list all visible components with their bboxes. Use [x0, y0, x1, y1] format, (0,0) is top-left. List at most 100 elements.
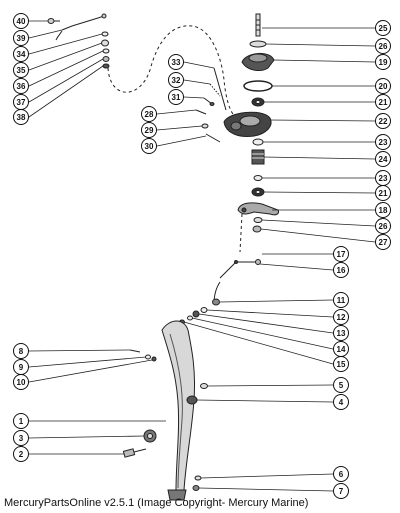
part-12-washer [200, 307, 208, 313]
callout-circle [13, 62, 29, 78]
callout-number: 23 [379, 138, 388, 147]
callout-circle [333, 377, 349, 393]
callout-circle [13, 413, 29, 429]
callout-4: 4 [333, 394, 349, 410]
leader-line [196, 399, 334, 403]
leader-line [156, 135, 207, 147]
callout-number: 11 [337, 296, 346, 305]
leader-line [198, 313, 334, 334]
callout-number: 33 [172, 58, 181, 67]
callout-15: 15 [333, 356, 349, 372]
leader-line [183, 96, 205, 99]
callout-circle [13, 109, 29, 125]
callout-circle [13, 46, 29, 62]
leader-line [183, 61, 215, 69]
callout-2: 2 [13, 446, 29, 462]
callout-circle [375, 134, 391, 150]
callout-21: 21 [375, 94, 391, 110]
part-23-washer-lower [253, 175, 263, 181]
callout-number: 26 [379, 222, 388, 231]
callout-number: 5 [339, 381, 344, 390]
leader-line [28, 33, 103, 55]
callout-38: 38 [13, 109, 29, 125]
callout-number: 13 [337, 329, 346, 338]
callout-circle [375, 218, 391, 234]
part-4-bushing [186, 395, 198, 405]
callout-37: 37 [13, 94, 29, 110]
leader-line [156, 125, 203, 131]
callout-number: 40 [17, 17, 26, 26]
part-35-bushing [101, 39, 109, 47]
leader-line [28, 435, 145, 439]
callout-circle [13, 13, 29, 29]
part-30-screw [205, 133, 221, 143]
dashed-shaft [239, 213, 243, 253]
part-23-washer-upper [252, 138, 264, 146]
part-9-washer [145, 354, 151, 360]
callout-number: 26 [379, 42, 388, 51]
callout-number: 30 [145, 142, 154, 151]
callout-number: 25 [379, 24, 388, 33]
leader-line [259, 263, 334, 271]
callout-1: 1 [13, 413, 29, 429]
callout-circle [375, 234, 391, 250]
callout-circle [13, 30, 29, 46]
callout-23: 23 [375, 134, 391, 150]
callout-16: 16 [333, 262, 349, 278]
part-11-bushing [212, 298, 220, 306]
leader-line [269, 119, 376, 122]
part-7-screw [192, 485, 200, 491]
callout-19: 19 [375, 54, 391, 70]
leader-line [263, 191, 376, 194]
leader-line [273, 59, 376, 63]
leader-line [219, 299, 334, 303]
part-27-nut [252, 225, 262, 233]
leader-line [265, 43, 376, 47]
part-18-lever [237, 202, 279, 216]
callout-circle [333, 292, 349, 308]
callout-number: 32 [172, 76, 181, 85]
callout-35: 35 [13, 62, 29, 78]
part-36-washer [102, 48, 110, 54]
leader-lines [28, 20, 376, 492]
part-19-cap [241, 53, 275, 71]
callout-number: 36 [17, 82, 26, 91]
leader-line [183, 79, 211, 85]
leader-line [191, 317, 334, 350]
callout-circle [375, 202, 391, 218]
callout-circle [375, 94, 391, 110]
callout-number: 10 [17, 378, 26, 387]
callout-circle [13, 430, 29, 446]
callout-10: 10 [13, 374, 29, 390]
callout-27: 27 [375, 234, 391, 250]
callout-circle [13, 343, 29, 359]
callout-number: 21 [379, 189, 388, 198]
callout-circle [375, 185, 391, 201]
callout-7: 7 [333, 483, 349, 499]
leader-line [28, 58, 104, 103]
part-8-pin [129, 349, 141, 353]
callout-39: 39 [13, 30, 29, 46]
leader-line [28, 359, 153, 383]
part-21-washer-top [251, 97, 265, 107]
part-22-housing [223, 111, 272, 137]
leader-line [28, 50, 104, 87]
callout-circle [333, 262, 349, 278]
leader-line [28, 349, 131, 352]
leader-line [261, 219, 376, 227]
part-1-shift-lever [161, 320, 196, 501]
callout-20: 20 [375, 78, 391, 94]
callout-25: 25 [375, 20, 391, 36]
image-caption: MercuryPartsOnline v2.5.1 (Image Copyrig… [4, 497, 309, 509]
callout-13: 13 [333, 325, 349, 341]
callout-31: 31 [168, 89, 184, 105]
callout-number: 23 [379, 174, 388, 183]
callout-circle [333, 466, 349, 482]
callout-circle [333, 325, 349, 341]
callout-circle [168, 72, 184, 88]
dashed-cable [107, 25, 237, 119]
leader-line [198, 487, 334, 492]
callout-40: 40 [13, 13, 29, 29]
